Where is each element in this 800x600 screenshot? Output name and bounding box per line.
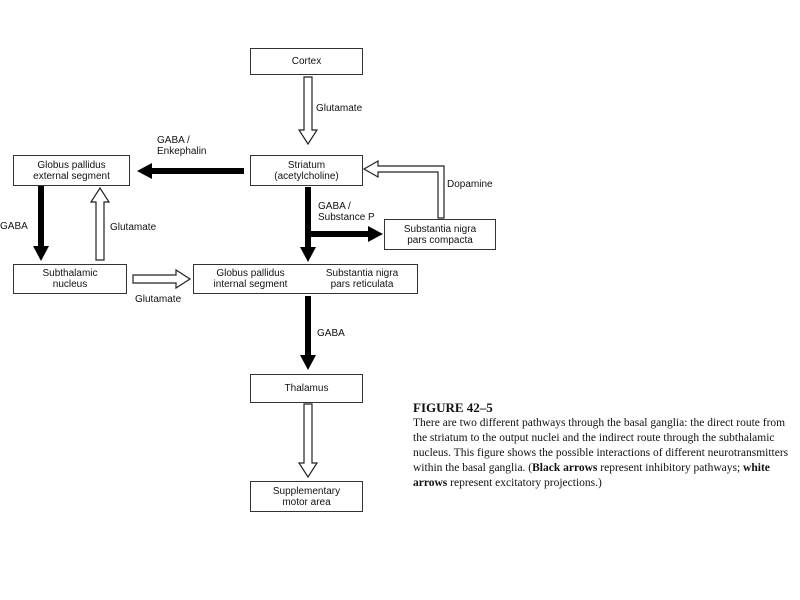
label-stn-gpe: Glutamate	[110, 222, 157, 233]
arrow-stn-to-gpe	[89, 186, 111, 261]
arrow-thalamus-to-sma	[297, 403, 319, 479]
label-gpi-thalamus: GABA	[317, 328, 345, 339]
node-substantia-nigra-compacta: Substantia nigra pars compacta	[384, 219, 496, 250]
arrow-stn-to-gpi	[132, 268, 192, 290]
caption-bold-black-arrows: Black arrows	[532, 462, 598, 474]
node-subthalamic-nucleus: Subthalamic nucleus	[13, 264, 127, 294]
caption-text-1: There are two different pathways through…	[413, 417, 789, 474]
figure-number: FIGURE 42–5	[413, 400, 493, 415]
label-stn-gpi: Glutamate	[135, 294, 182, 305]
node-cortex: Cortex	[250, 48, 363, 75]
label-gpe-stn: GABA	[0, 221, 28, 232]
node-globus-pallidus-internal: Globus pallidus internal segment	[193, 264, 307, 294]
label-striatum-direct: GABA / Substance P	[318, 201, 375, 223]
label-snc-striatum: Dopamine	[447, 179, 493, 190]
label-cortex-striatum: Glutamate	[316, 103, 363, 114]
caption-bold-white-arrows: white arrows	[413, 462, 770, 489]
arrow-striatum-to-gpe	[137, 163, 244, 179]
arrow-striatum-to-gpi	[300, 187, 316, 262]
arrow-striatum-to-snc	[311, 226, 383, 242]
label-striatum-gpe: GABA / Enkephalin	[157, 135, 207, 157]
arrow-cortex-to-striatum	[297, 76, 319, 146]
caption-text-2: represent inhibitory pathways;	[597, 462, 744, 474]
node-supplementary-motor-area: Supplementary motor area	[250, 481, 363, 512]
caption-text-3: represent excitatory projections.)	[447, 477, 602, 489]
node-thalamus: Thalamus	[250, 374, 363, 403]
node-substantia-nigra-reticulata: Substantia nigra pars reticulata	[307, 264, 418, 294]
node-striatum: Striatum (acetylcholine)	[250, 155, 363, 186]
arrow-gpi-to-thalamus	[300, 296, 316, 370]
node-globus-pallidus-external: Globus pallidus external segment	[13, 155, 130, 186]
arrow-gpe-to-stn	[33, 186, 49, 261]
arrow-snc-to-striatum	[362, 159, 445, 219]
